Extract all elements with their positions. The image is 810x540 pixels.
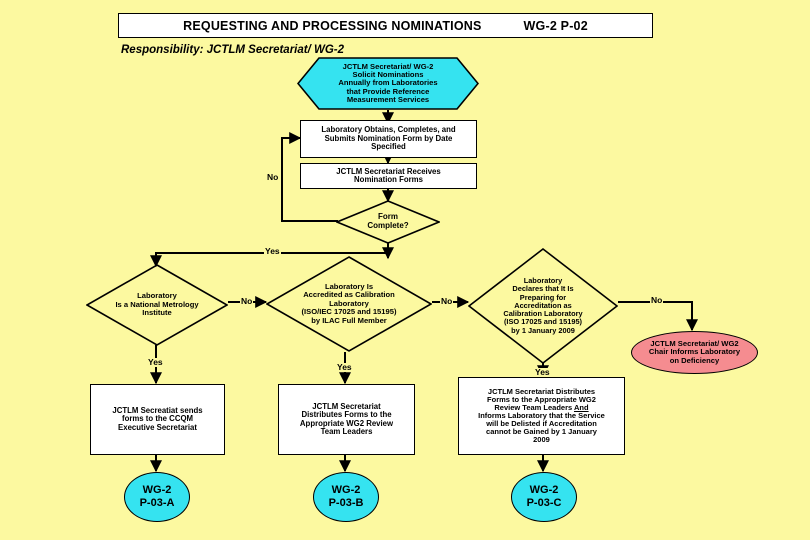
node-secretariat-receives-forms: JCTLM Secretariat Receives Nomination Fo… (300, 163, 477, 189)
node-declares-preparing-label: Laboratory Declares that It Is Preparing… (503, 276, 583, 335)
underlined-and: And (574, 402, 589, 412)
line-with-underline: Review Team Leaders And (494, 402, 589, 412)
diamond-shape (265, 256, 433, 352)
terminator-wg2-p03a: WG-2 P-03-A (124, 472, 190, 522)
node-is-nmi-decision: Laboratory Is a National Metrology Insti… (85, 264, 229, 346)
node-form-complete-decision: Form Complete? (334, 200, 442, 244)
edge-label-form-no: No (266, 172, 280, 182)
node-declares-preparing-decision: Laboratory Declares that It Is Preparing… (467, 247, 619, 365)
node-lab-submits-form: Laboratory Obtains, Completes, and Submi… (300, 120, 477, 158)
diamond-shape (334, 200, 442, 244)
terminator-wg2-p03c: WG-2 P-03-C (511, 472, 577, 522)
hexagon-shape (296, 57, 480, 110)
page-title: REQUESTING AND PROCESSING NOMINATIONS (183, 18, 482, 33)
terminator-wg2-p03b: WG-2 P-03-B (313, 472, 379, 522)
diamond-shape (85, 264, 229, 346)
node-solicit-nominations: JCTLM Secretariat/ WG-2 Solicit Nominati… (296, 57, 480, 110)
node-form-complete-label: Form Complete? (367, 212, 409, 230)
node-is-accredited-decision: Laboratory Is Accredited as Calibration … (265, 256, 433, 352)
edge-label-form-yes: Yes (264, 246, 281, 256)
edge-label-declares-no: No (650, 295, 664, 305)
edge-label-accredited-yes: Yes (336, 362, 353, 372)
node-solicit-nominations-label: JCTLM Secretariat/ WG-2 Solicit Nominati… (338, 61, 438, 105)
node-is-accredited-label: Laboratory Is Accredited as Calibration … (301, 281, 397, 325)
diamond-shape (467, 247, 619, 365)
node-send-forms-ccqm: JCTLM Secreatiat sends forms to the CCQM… (90, 384, 225, 455)
node-is-nmi-label: Laboratory Is a National Metrology Insti… (115, 291, 199, 318)
edge-label-nmi-no: No (240, 296, 254, 306)
edge-label-declares-yes: Yes (534, 367, 551, 377)
edge-label-nmi-yes: Yes (147, 357, 164, 367)
responsibility-label: Responsibility: JCTLM Secretariat/ WG-2 (118, 43, 348, 57)
node-distribute-and-inform: JCTLM Secretariat Distributes Forms to t… (458, 377, 625, 455)
page-title-bar: REQUESTING AND PROCESSING NOMINATIONS WG… (118, 13, 653, 38)
node-informs-deficiency: JCTLM Secretariat/ WG2 Chair Informs Lab… (631, 331, 758, 374)
node-distribute-forms-wg2: JCTLM Secretariat Distributes Forms to t… (278, 384, 415, 455)
page-code: WG-2 P-02 (523, 18, 588, 33)
edge-label-accredited-no: No (440, 296, 454, 306)
